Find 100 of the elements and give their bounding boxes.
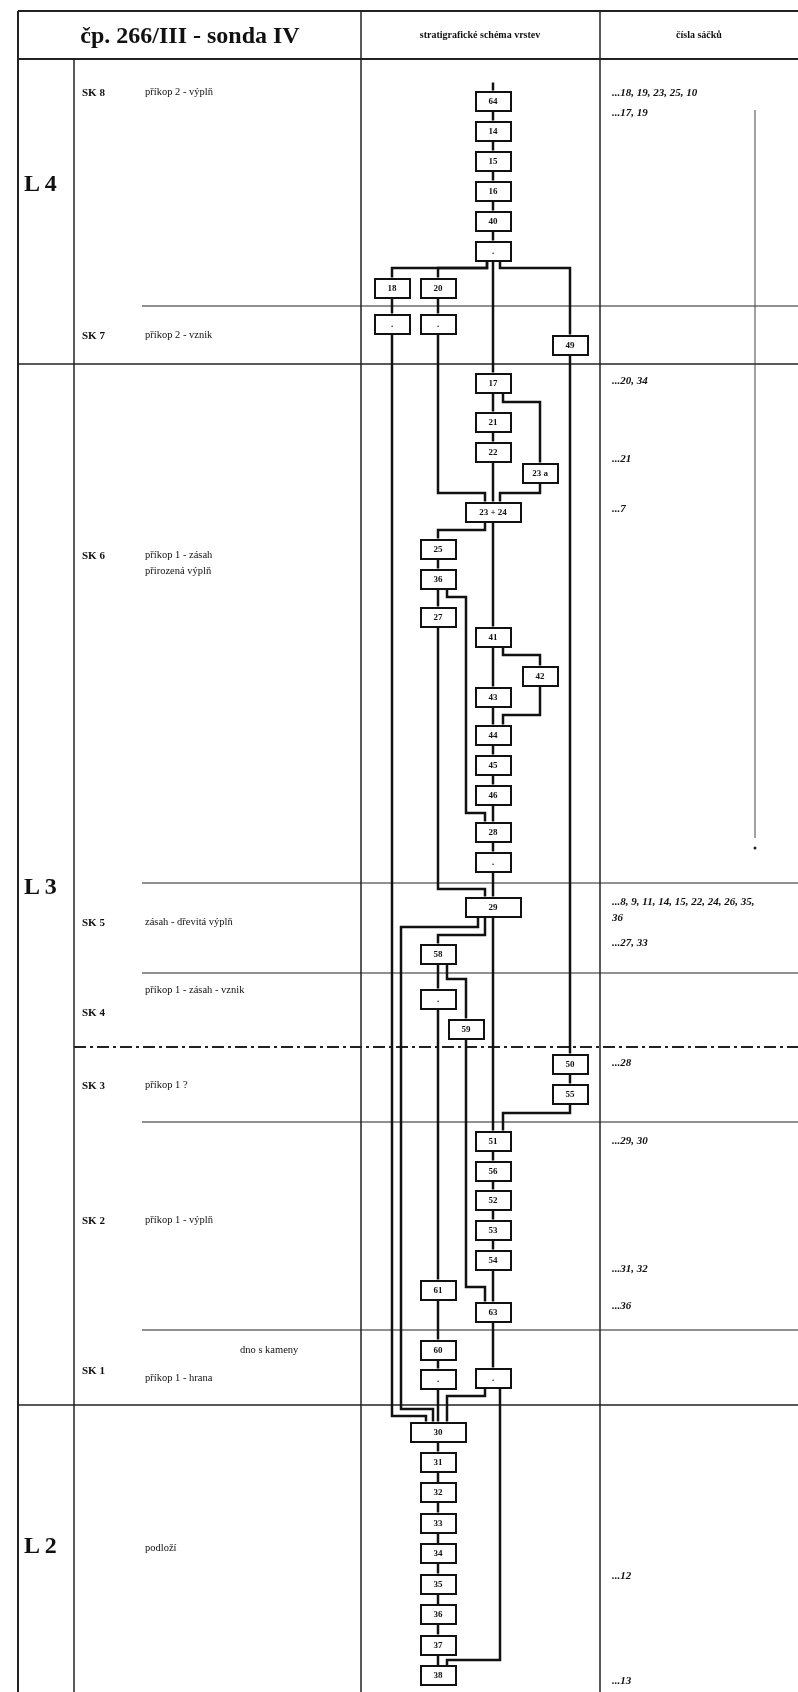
- context-box: 22: [474, 441, 512, 463]
- context-box: 51: [474, 1130, 512, 1152]
- connector-line: [498, 483, 542, 502]
- bag-numbers: ...29, 30: [612, 1133, 648, 1148]
- level-label: L 2: [24, 1531, 57, 1559]
- connector-line: [436, 917, 487, 944]
- bag-numbers: ...21: [612, 451, 632, 466]
- connector-line: [501, 647, 542, 666]
- context-box: 21: [474, 411, 512, 433]
- layer-description: příkop 2 - vznik: [145, 328, 213, 342]
- context-box: 55: [551, 1083, 589, 1105]
- connector-line: [491, 1322, 495, 1368]
- context-box: .: [474, 1367, 512, 1389]
- level-label: L 4: [24, 169, 57, 197]
- connector-line: [491, 522, 495, 627]
- context-box: 59: [447, 1018, 485, 1040]
- connector-line: [436, 964, 440, 989]
- layer-code: SK 6: [82, 548, 105, 563]
- context-box: 49: [551, 334, 589, 356]
- connector-line: [491, 462, 495, 502]
- layer-description: dno s kameny: [240, 1343, 299, 1357]
- context-box: 53: [474, 1219, 512, 1241]
- context-box: .: [419, 1368, 457, 1390]
- connector-line: [501, 1104, 572, 1131]
- context-box: 35: [419, 1573, 457, 1595]
- layer-code: SK 5: [82, 915, 105, 930]
- layer-description: podloží: [145, 1541, 177, 1555]
- bag-numbers: ...7: [612, 501, 626, 516]
- context-box: 54: [474, 1249, 512, 1271]
- context-box: 56: [474, 1160, 512, 1182]
- connector-line: [491, 917, 495, 1131]
- context-box: 64: [474, 90, 512, 112]
- connector-line: [436, 1300, 440, 1340]
- context-box: 45: [474, 754, 512, 776]
- connector-line: [436, 334, 487, 502]
- context-box: 32: [419, 1482, 457, 1503]
- context-box: 28: [474, 821, 512, 843]
- context-box: .: [419, 988, 457, 1010]
- context-box: 52: [474, 1189, 512, 1211]
- context-box: 15: [474, 150, 512, 172]
- connector-line: [498, 261, 572, 335]
- context-box: 63: [474, 1301, 512, 1323]
- level-label: L 3: [24, 872, 57, 900]
- layer-code: SK 4: [82, 1005, 105, 1020]
- context-box: 41: [474, 626, 512, 648]
- context-box: 18: [373, 277, 411, 299]
- connector-line: [491, 1270, 495, 1302]
- connector-line: [501, 393, 542, 463]
- context-box: 30: [409, 1421, 467, 1443]
- context-box: .: [474, 240, 512, 262]
- context-box: 50: [551, 1053, 589, 1075]
- context-box: 17: [474, 372, 512, 394]
- layer-code: SK 3: [82, 1078, 105, 1093]
- layer-description: příkop 1 - výplň: [145, 1213, 213, 1227]
- layer-description: příkop 1 - hrana: [145, 1371, 213, 1385]
- context-box: 31: [419, 1451, 457, 1473]
- context-box: 36: [419, 1604, 457, 1625]
- table-title: čp. 266/III - sonda IV: [80, 21, 300, 50]
- context-box: 23 a: [521, 462, 559, 484]
- column-header: stratigrafické schéma vrstev: [419, 28, 541, 42]
- context-box: 43: [474, 686, 512, 708]
- bag-numbers: ...20, 34: [612, 373, 648, 388]
- connector-line: [445, 1388, 502, 1665]
- connector-line: [491, 647, 495, 687]
- connector-line: [445, 1388, 487, 1422]
- context-box: 44: [474, 724, 512, 746]
- context-box: 38: [419, 1665, 457, 1686]
- context-box: .: [474, 851, 512, 873]
- connector-line: [436, 261, 489, 278]
- context-box: 23 + 24: [464, 501, 522, 523]
- context-box: 16: [474, 180, 512, 202]
- layer-code: SK 1: [82, 1363, 105, 1378]
- connector-line: [436, 522, 487, 539]
- context-box: 34: [419, 1543, 457, 1564]
- context-box: 46: [474, 784, 512, 806]
- layer-description: příkop 1 ?: [145, 1078, 188, 1092]
- context-box: .: [419, 313, 457, 335]
- connector-line: [436, 1009, 440, 1280]
- layer-code: SK 8: [82, 85, 105, 100]
- layer-code: SK 2: [82, 1213, 105, 1228]
- bag-numbers: ...31, 32: [612, 1261, 648, 1276]
- context-box: .: [373, 313, 411, 335]
- context-box: 29: [464, 896, 522, 918]
- connector-line: [436, 1389, 440, 1422]
- context-box: 37: [419, 1634, 457, 1656]
- context-box: 36: [419, 568, 457, 590]
- connector-line: [445, 589, 487, 822]
- layer-description: příkop 1 - zásah přirozená výplň: [145, 548, 214, 578]
- context-box: 60: [419, 1339, 457, 1361]
- context-box: 58: [419, 943, 457, 965]
- connector-line: [445, 964, 468, 1019]
- bag-numbers: ...28: [612, 1055, 632, 1070]
- connector-line: [501, 686, 542, 725]
- context-box: 20: [419, 277, 457, 299]
- bag-numbers: ...18, 19, 23, 25, 10: [612, 85, 698, 100]
- bag-numbers: ...13: [612, 1673, 632, 1688]
- context-box: 61: [419, 1279, 457, 1301]
- bag-numbers: ...12: [612, 1568, 632, 1583]
- bag-numbers: ...17, 19: [612, 105, 648, 120]
- layer-code: SK 7: [82, 328, 105, 343]
